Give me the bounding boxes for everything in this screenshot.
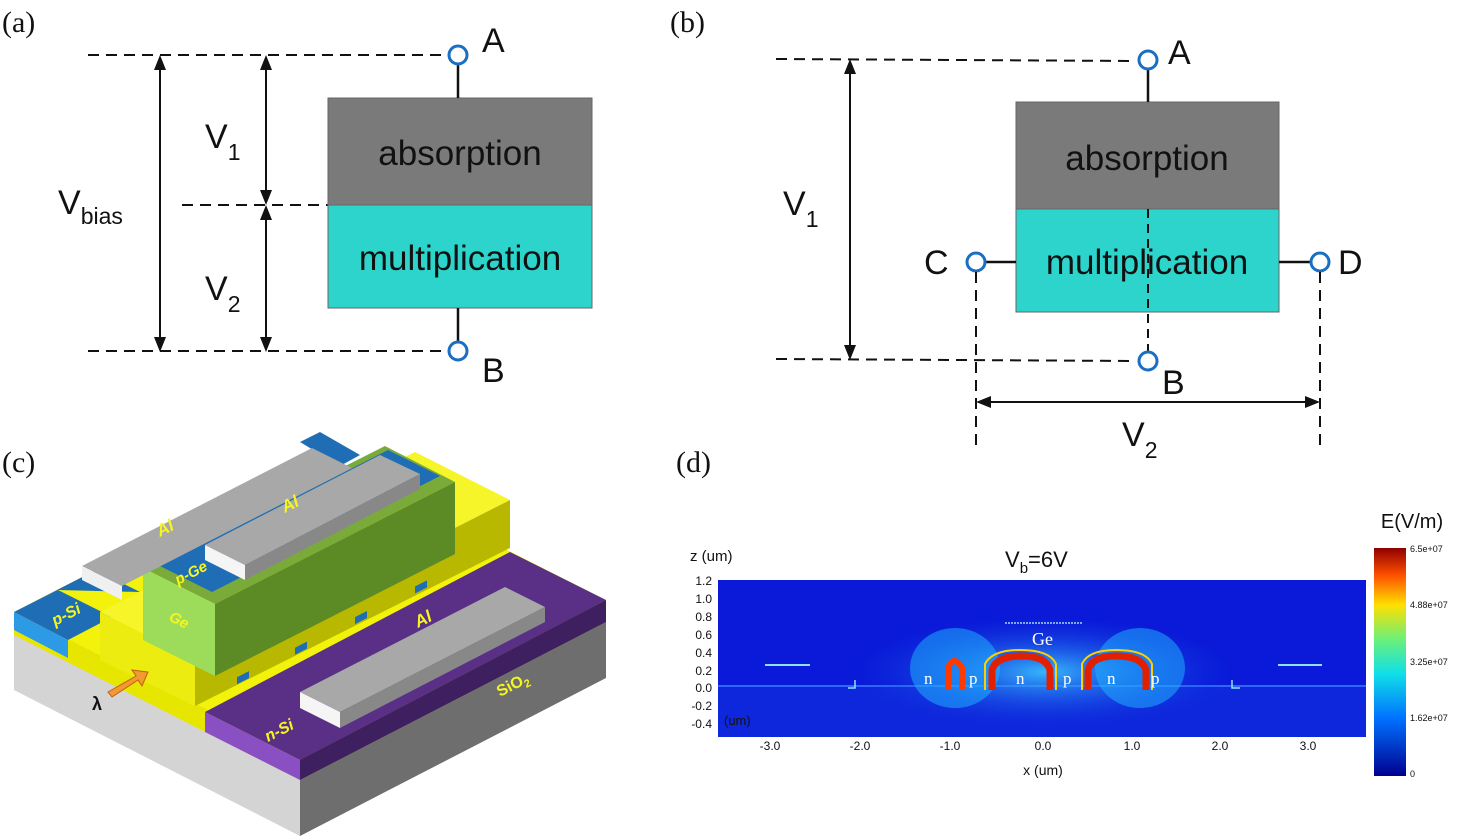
svg-text:1.0: 1.0 [1124, 739, 1141, 753]
svg-text:1.0: 1.0 [695, 592, 712, 606]
region-p-2: p [1063, 669, 1072, 688]
panel-a: (a) V1 V2 Vbias absorption multiplicatio… [2, 6, 593, 390]
z-ticks: 1.2 1.0 0.8 0.6 0.4 0.2 0.0 -0.2 -0.4 [691, 574, 712, 731]
multiplication-layer [327, 204, 593, 309]
svg-text:0.4: 0.4 [695, 646, 712, 660]
substrate-side [300, 622, 606, 836]
terminal-b [447, 340, 469, 362]
svg-text:0.2: 0.2 [695, 664, 712, 678]
panel-d-tag: (d) [676, 446, 711, 479]
x-ticks: -3.0 -2.0 -1.0 0.0 1.0 2.0 3.0 [760, 739, 1317, 753]
dash-top-b [775, 58, 1137, 62]
absorption-layer-b [1015, 101, 1280, 210]
node-b-label: B [482, 352, 505, 390]
region-labels: n p n p n p [924, 669, 1160, 688]
ge-block-side [215, 482, 455, 676]
field-plot-title: Vb=6V [1005, 547, 1068, 577]
v1-label-b: V1 [783, 185, 818, 232]
svg-text:1.2: 1.2 [695, 574, 712, 588]
v2-label: V2 [205, 270, 240, 317]
panel-b-tag: (b) [670, 6, 705, 39]
node-a-label-b: A [1168, 34, 1191, 72]
svg-text:-0.4: -0.4 [691, 717, 712, 731]
x-axis-label: x (um) [1023, 762, 1063, 778]
absorption-label-b: absorption [1065, 139, 1228, 178]
panel-c-tag: (c) [2, 446, 35, 479]
svg-text:1.62e+07: 1.62e+07 [1410, 713, 1448, 723]
terminal-a [447, 44, 469, 66]
ge-region-label: Ge [1032, 629, 1053, 649]
colorbar-ticks: 6.5e+07 4.88e+07 3.25e+07 1.62e+07 0 [1410, 544, 1448, 779]
svg-text:3.25e+07: 3.25e+07 [1410, 657, 1448, 667]
svg-text:3.0: 3.0 [1300, 739, 1317, 753]
z-axis-label: z (um) [690, 548, 733, 565]
svg-text:6.5e+07: 6.5e+07 [1410, 544, 1443, 554]
multiplication-label: multiplication [359, 239, 561, 278]
region-p-3: p [1151, 669, 1160, 688]
region-n-2: n [1016, 669, 1025, 688]
substrate-front [14, 635, 300, 836]
svg-text:-2.0: -2.0 [850, 739, 871, 753]
node-d-label: D [1338, 244, 1363, 282]
svg-text:2.0: 2.0 [1212, 739, 1229, 753]
svg-text:-0.2: -0.2 [691, 699, 712, 713]
v2-label-b: V2 [1122, 416, 1157, 463]
label-lambda: λ [92, 694, 102, 714]
region-n-1: n [924, 669, 933, 688]
al-pad-left-top [82, 448, 352, 586]
panel-a-tag: (a) [2, 6, 35, 39]
terminal-a-b [1137, 49, 1159, 71]
region-p-1: p [969, 669, 978, 688]
node-c-label: C [924, 244, 949, 282]
colorbar-title: E(V/m) [1381, 511, 1443, 533]
colorbar [1374, 548, 1406, 776]
svg-text:-3.0: -3.0 [760, 739, 781, 753]
dash-bottom-b [775, 358, 1137, 362]
inset-unit-label: (um) [724, 713, 751, 728]
svg-text:4.88e+07: 4.88e+07 [1410, 600, 1448, 610]
region-n-3: n [1107, 669, 1116, 688]
terminal-d [1309, 251, 1331, 273]
svg-text:0.0: 0.0 [1035, 739, 1052, 753]
vbias-label: Vbias [58, 184, 123, 229]
terminal-b-b [1137, 350, 1159, 372]
svg-text:0.8: 0.8 [695, 610, 712, 624]
al-pad-ge-top [205, 455, 420, 565]
svg-text:0.0: 0.0 [695, 681, 712, 695]
svg-text:0.6: 0.6 [695, 628, 712, 642]
absorption-label: absorption [378, 134, 541, 173]
ridge-holes [237, 580, 427, 685]
panel-d: (d) Vb=6V z (um) n p n p n [676, 446, 1448, 779]
absorption-layer [327, 97, 593, 206]
v1-label: V1 [205, 118, 240, 165]
terminal-c [965, 251, 987, 273]
panel-b: (b) V1 absorption multiplication A B C D [670, 6, 1363, 463]
p-si-region [14, 590, 112, 640]
al-pad-right-top [300, 587, 545, 712]
hot-field-arcs [945, 648, 1153, 690]
vbias-arrow-head-up [154, 55, 166, 70]
svg-text:-1.0: -1.0 [940, 739, 961, 753]
node-b-label-b: B [1162, 364, 1185, 402]
vbias-arrow-head-down [154, 337, 166, 352]
panel-c: (c) [2, 432, 606, 836]
svg-text:0: 0 [1410, 769, 1415, 779]
light-arrow-icon [107, 669, 149, 698]
node-a-label: A [482, 22, 505, 60]
ge-block-front [143, 568, 215, 676]
